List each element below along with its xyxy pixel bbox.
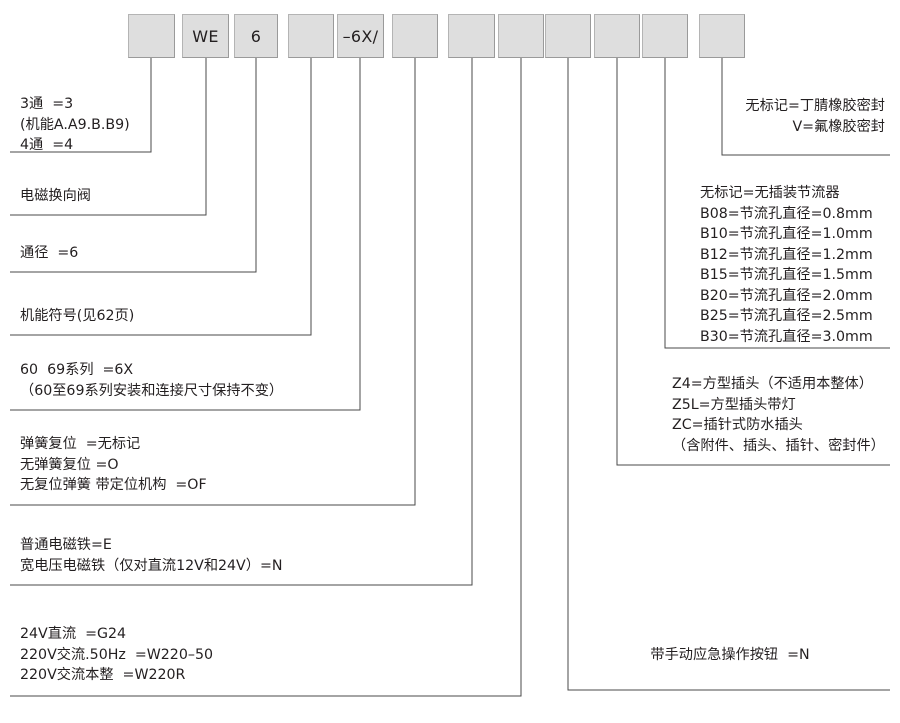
code-box-solenoid-type[interactable] (448, 14, 495, 58)
leader-ways (10, 58, 152, 153)
note-spool-symbol: 机能符号(见62页) (20, 308, 135, 324)
code-box-size[interactable]: 6 (234, 14, 278, 58)
note-spring-return: 弹簧复位 =无标记 无弹簧复位 =O 无复位弹簧 带定位机构 =OF (20, 436, 207, 493)
leader-size (10, 58, 257, 273)
note-voltage: 24V直流 =G24 220V交流.50Hz =W220–50 220V交流本整… (20, 626, 214, 683)
note-solenoid-type: 普通电磁铁=E 宽电压电磁铁（仅对直流12V和24V）=N (20, 537, 283, 574)
leader-valve-type (10, 58, 207, 216)
code-box-spool-symbol[interactable] (288, 14, 334, 58)
code-box-spring-return[interactable] (392, 14, 438, 58)
leader-spring-return (10, 58, 416, 506)
note-throttle-insert: 无标记=无插装节流器 B08=节流孔直径=0.8mm B10=节流孔直径=1.0… (700, 185, 873, 345)
leader-seal-material (721, 58, 890, 156)
code-box-manual-override[interactable] (545, 14, 591, 58)
leader-series (10, 58, 361, 411)
note-size: 通径 =6 (20, 245, 79, 261)
code-box-ways[interactable] (128, 14, 175, 58)
leader-throttle-insert (664, 58, 890, 349)
leader-connector (616, 58, 890, 466)
code-box-connector[interactable] (594, 14, 640, 58)
leader-solenoid-type (10, 58, 473, 586)
leader-voltage (10, 58, 522, 697)
code-box-valve-type[interactable]: WE (182, 14, 229, 58)
code-box-seal-material[interactable] (699, 14, 745, 58)
code-box-voltage[interactable] (498, 14, 544, 58)
note-connector: Z4=方型插头（不适用本整体） Z5L=方型插头带灯 ZC=插针式防水插头 （含… (672, 376, 885, 454)
note-manual-override: 带手动应急操作按钮 =N (650, 647, 810, 663)
note-seal-material: 无标记=丁腈橡胶密封 V=氟橡胶密封 (745, 98, 885, 135)
leader-spool-symbol (10, 58, 312, 336)
note-ways: 3通 =3 (机能A.A9.B.B9) 4通 =4 (20, 96, 130, 153)
note-series: 60 69系列 =6X （60至69系列安装和连接尺寸保持不变） (20, 362, 284, 399)
note-valve-type: 电磁换向阀 (20, 188, 91, 204)
code-box-throttle-insert[interactable] (642, 14, 688, 58)
leader-manual-override (567, 58, 890, 691)
code-box-series[interactable]: –6X/ (337, 14, 384, 58)
